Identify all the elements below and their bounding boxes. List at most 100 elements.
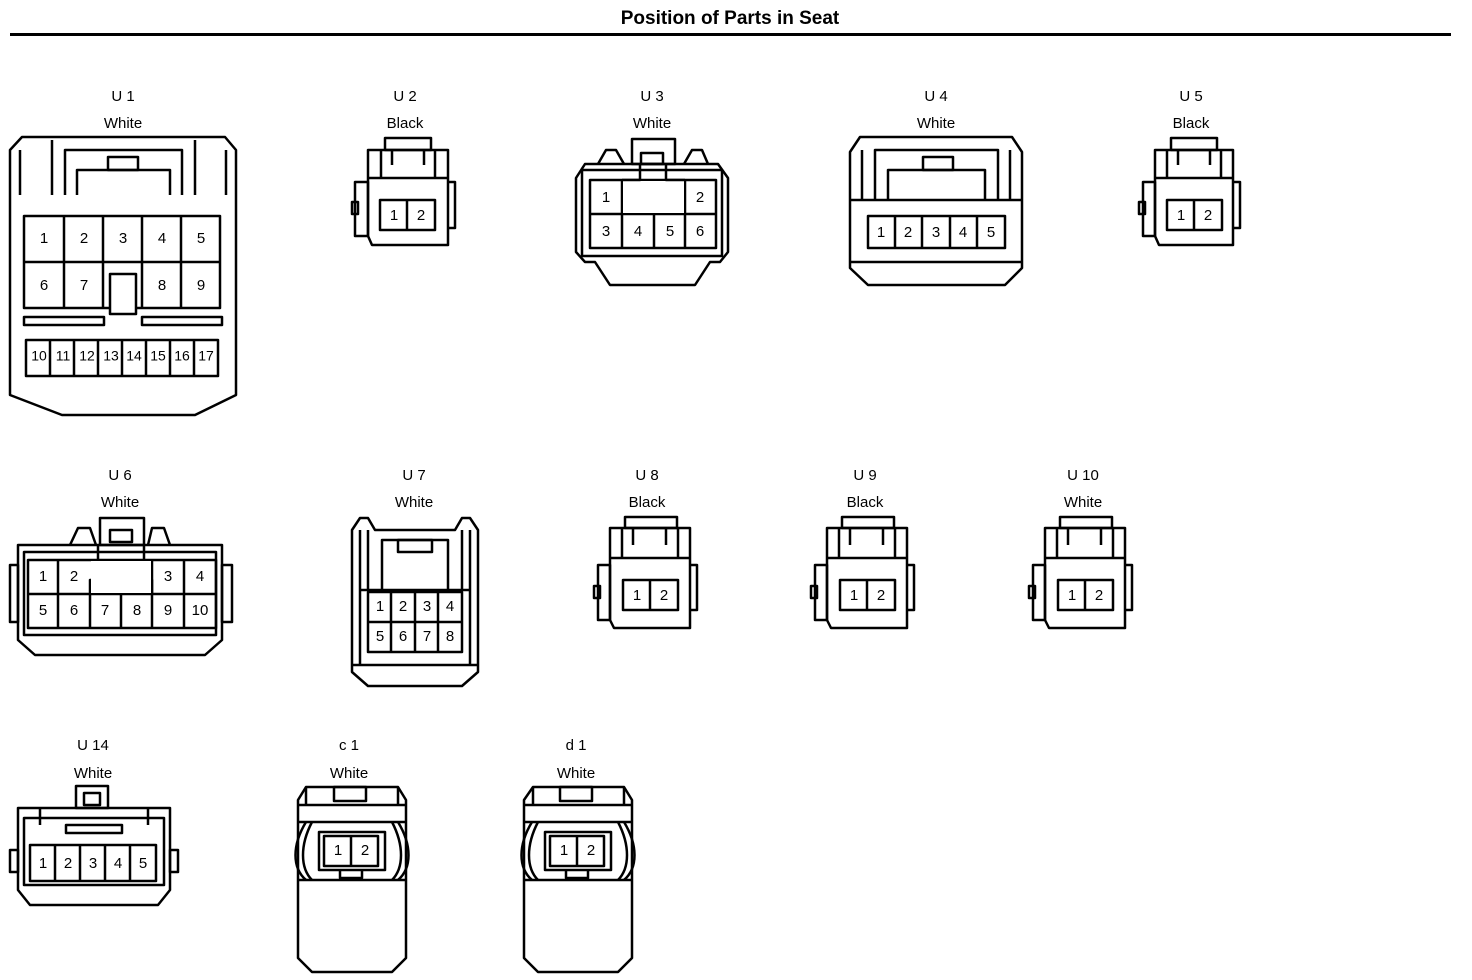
pin-number: 2: [877, 587, 885, 604]
pin-number: 9: [197, 277, 205, 294]
pin-number: 11: [56, 348, 71, 364]
connector-color: White: [104, 115, 142, 132]
connector-color: Black: [847, 494, 884, 511]
connector-color: White: [917, 115, 955, 132]
pin-number: 4: [959, 224, 967, 241]
connector-color: White: [633, 115, 671, 132]
pin-number: 1: [1068, 587, 1076, 604]
pin-number: 9: [164, 602, 172, 619]
connector-label: U 10: [1067, 467, 1099, 484]
connector-color: White: [395, 494, 433, 511]
connector-u14: [8, 784, 180, 907]
connector-u2: [350, 136, 457, 247]
connector-color: White: [101, 494, 139, 511]
connector-color: Black: [629, 494, 666, 511]
pin-number: 2: [1204, 207, 1212, 224]
pin-number: 4: [196, 568, 204, 585]
pin-number: 2: [70, 568, 78, 585]
pin-number: 1: [560, 842, 568, 859]
pin-number: 4: [158, 230, 166, 247]
pin-number: 10: [192, 602, 209, 619]
pin-number: 3: [602, 223, 610, 240]
pin-number: 14: [126, 348, 142, 364]
pin-number: 1: [334, 842, 342, 859]
pin-number: 6: [40, 277, 48, 294]
pin-number: 3: [164, 568, 172, 585]
connector-u6: [8, 516, 234, 657]
connector-label: U 5: [1179, 88, 1202, 105]
pin-number: 1: [40, 230, 48, 247]
pin-number: 2: [696, 189, 704, 206]
pin-number: 2: [361, 842, 369, 859]
connector-label: U 14: [77, 737, 109, 754]
connector-label: U 6: [108, 467, 131, 484]
pin-number: 1: [602, 189, 610, 206]
pin-number: 7: [101, 602, 109, 619]
pin-number: 3: [423, 598, 431, 615]
pin-number: 3: [932, 224, 940, 241]
pin-number: 2: [904, 224, 912, 241]
pin-number: 7: [80, 277, 88, 294]
pin-number: 8: [158, 277, 166, 294]
connector-u10: [1027, 515, 1134, 630]
connector-d1: [520, 785, 636, 974]
connector-color: White: [557, 765, 595, 782]
pin-number: 13: [103, 348, 119, 364]
pin-number: 6: [399, 628, 407, 645]
pin-number: 10: [31, 348, 47, 364]
connector-u5: [1137, 136, 1242, 247]
connector-u4: [848, 135, 1024, 287]
pin-number: 5: [666, 223, 674, 240]
pin-number: 16: [174, 348, 190, 364]
connector-u3: [574, 137, 730, 287]
pin-number: 1: [376, 598, 384, 615]
pin-number: 8: [133, 602, 141, 619]
connector-color: White: [1064, 494, 1102, 511]
pin-number: 1: [390, 207, 398, 224]
connector-color: Black: [1173, 115, 1210, 132]
connector-label: c 1: [339, 737, 359, 754]
pin-number: 5: [139, 855, 147, 872]
pin-number: 1: [850, 587, 858, 604]
pin-number: 2: [1095, 587, 1103, 604]
page-title: Position of Parts in Seat: [620, 8, 840, 29]
connector-c1: [294, 785, 410, 974]
connector-label: U 2: [393, 88, 416, 105]
connector-label: d 1: [566, 737, 587, 754]
connector-u8: [592, 515, 699, 630]
pin-number: 4: [446, 598, 454, 615]
connector-label: U 7: [402, 467, 425, 484]
connector-label: U 4: [924, 88, 947, 105]
pin-number: 5: [987, 224, 995, 241]
pin-number: 2: [64, 855, 72, 872]
connector-label: U 3: [640, 88, 663, 105]
pin-number: 1: [39, 568, 47, 585]
pin-number: 2: [417, 207, 425, 224]
pin-number: 4: [114, 855, 122, 872]
pin-number: 1: [39, 855, 47, 872]
connector-u7: [350, 516, 480, 688]
connector-label: U 9: [853, 467, 876, 484]
pin-number: 2: [80, 230, 88, 247]
pin-number: 3: [89, 855, 97, 872]
title-underline: [10, 33, 1451, 36]
connector-u9: [809, 515, 916, 630]
pin-number: 5: [376, 628, 384, 645]
connector-color: White: [74, 765, 112, 782]
pin-number: 6: [70, 602, 78, 619]
pin-number: 1: [1177, 207, 1185, 224]
pin-number: 4: [634, 223, 642, 240]
pin-number: 1: [877, 224, 885, 241]
pin-number: 2: [660, 587, 668, 604]
pin-number: 2: [587, 842, 595, 859]
pin-number: 1: [633, 587, 641, 604]
pin-number: 12: [79, 348, 95, 364]
pin-number: 5: [39, 602, 47, 619]
pin-number: 17: [198, 348, 214, 364]
connector-u1: [8, 135, 238, 417]
pin-number: 15: [150, 348, 166, 364]
pin-number: 5: [197, 230, 205, 247]
connector-label: U 8: [635, 467, 658, 484]
pin-number: 8: [446, 628, 454, 645]
pin-number: 3: [119, 230, 127, 247]
